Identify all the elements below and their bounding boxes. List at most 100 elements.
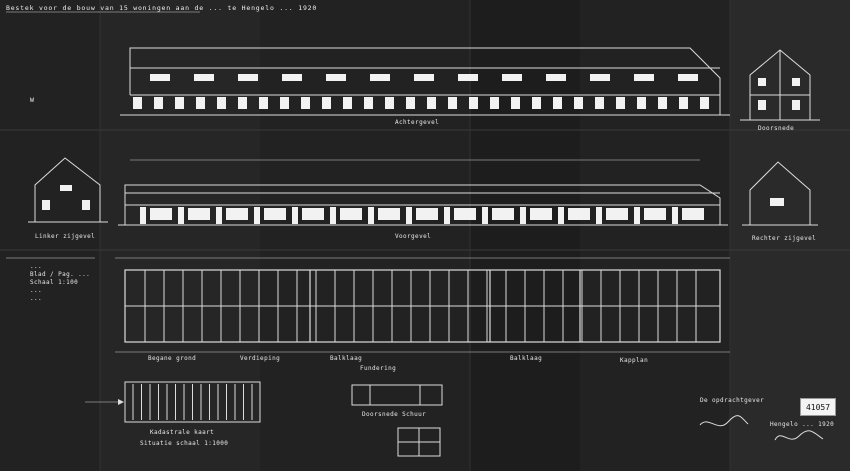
street-door	[330, 207, 336, 224]
right-side-elevation	[742, 161, 818, 226]
rear-door	[469, 97, 478, 109]
rear-door	[133, 97, 142, 109]
rear-door	[364, 97, 373, 109]
north-arrow-icon	[118, 399, 124, 405]
dormer-window	[590, 74, 610, 81]
street-window	[568, 208, 590, 220]
label-ground-floor: Begane grond	[148, 355, 196, 362]
label-sleeper-plan: Balklaag	[330, 355, 362, 362]
signature-date-label: Hengelo ... 1920	[770, 421, 834, 428]
street-window	[682, 208, 704, 220]
dormer-window	[502, 74, 522, 81]
street-window	[188, 208, 210, 220]
dormer-window	[326, 74, 346, 81]
legend-notes: ... Blad / Pag. ... Schaal 1:100 ... ...	[6, 257, 95, 302]
rear-door	[154, 97, 163, 109]
svg-text:Schaal 1:100: Schaal 1:100	[30, 279, 78, 286]
street-door	[254, 207, 260, 224]
rear-door	[553, 97, 562, 109]
sheet-mark: W	[30, 96, 35, 104]
rear-door	[595, 97, 604, 109]
dormer-window	[238, 74, 258, 81]
svg-text:Blad / Pag. ...: Blad / Pag. ...	[30, 271, 90, 278]
street-door	[596, 207, 602, 224]
drawing-title: Bestek voor de bouw van 15 woningen aan …	[6, 4, 317, 12]
label-first-floor: Verdieping	[240, 355, 280, 362]
street-window	[378, 208, 400, 220]
signature-client-label: De opdrachtgever	[700, 397, 764, 404]
svg-text:...: ...	[30, 263, 42, 270]
rear-door	[490, 97, 499, 109]
rear-door	[637, 97, 646, 109]
street-window	[150, 208, 172, 220]
label-foundation: Fundering	[360, 365, 396, 372]
label-balklaag: Balklaag	[510, 355, 542, 362]
rear-door	[259, 97, 268, 109]
left-side-elevation	[28, 157, 108, 223]
dormer-window	[282, 74, 302, 81]
label-situation: Situatie schaal 1:1000	[140, 440, 228, 447]
street-door	[292, 207, 298, 224]
dormer-window	[150, 74, 170, 81]
street-door	[178, 207, 184, 224]
dormer-window	[678, 74, 698, 81]
rear-door	[322, 97, 331, 109]
street-elevation	[118, 159, 728, 226]
label-roof-plan: Kapplan	[620, 357, 648, 364]
svg-text:...: ...	[30, 287, 42, 294]
rear-door	[280, 97, 289, 109]
street-door	[482, 207, 488, 224]
signature-client	[699, 415, 749, 427]
rear-door	[679, 97, 688, 109]
label-rear-elevation: Achtergevel	[395, 119, 439, 126]
svg-text:...: ...	[30, 295, 42, 302]
rear-door	[343, 97, 352, 109]
rear-door	[175, 97, 184, 109]
dormer-window	[546, 74, 566, 81]
street-door	[520, 207, 526, 224]
rear-door	[448, 97, 457, 109]
rear-door	[658, 97, 667, 109]
street-window	[644, 208, 666, 220]
floor-plans	[115, 257, 730, 353]
street-window	[454, 208, 476, 220]
site-plan-heading: Kadastrale kaart	[150, 429, 214, 436]
dormer-window	[458, 74, 478, 81]
rear-door	[532, 97, 541, 109]
site-plan	[124, 381, 261, 423]
street-window	[302, 208, 324, 220]
rear-door	[406, 97, 415, 109]
archive-number-tag: 41057	[800, 398, 836, 416]
street-door	[216, 207, 222, 224]
rear-door	[217, 97, 226, 109]
rear-door	[700, 97, 709, 109]
street-door	[140, 207, 146, 224]
dormer-detail	[397, 427, 441, 457]
rear-door	[616, 97, 625, 109]
dormer-window	[414, 74, 434, 81]
street-window	[530, 208, 552, 220]
rear-elevation	[120, 47, 730, 116]
dormer-window	[370, 74, 390, 81]
street-door	[634, 207, 640, 224]
label-left-side: Linker zijgevel	[35, 233, 95, 240]
street-window	[264, 208, 286, 220]
street-door	[444, 207, 450, 224]
label-section: Doorsnede	[758, 125, 794, 132]
street-window	[492, 208, 514, 220]
rear-door	[427, 97, 436, 109]
rear-door	[196, 97, 205, 109]
section-elevation	[740, 49, 820, 121]
street-window	[226, 208, 248, 220]
street-window	[416, 208, 438, 220]
street-window	[606, 208, 628, 220]
rear-door	[238, 97, 247, 109]
dormer-window	[194, 74, 214, 81]
rear-door	[301, 97, 310, 109]
street-door	[368, 207, 374, 224]
label-street-elevation: Voorgevel	[395, 233, 431, 240]
label-right-side: Rechter zijgevel	[752, 235, 816, 242]
rear-door	[385, 97, 394, 109]
street-door	[406, 207, 412, 224]
